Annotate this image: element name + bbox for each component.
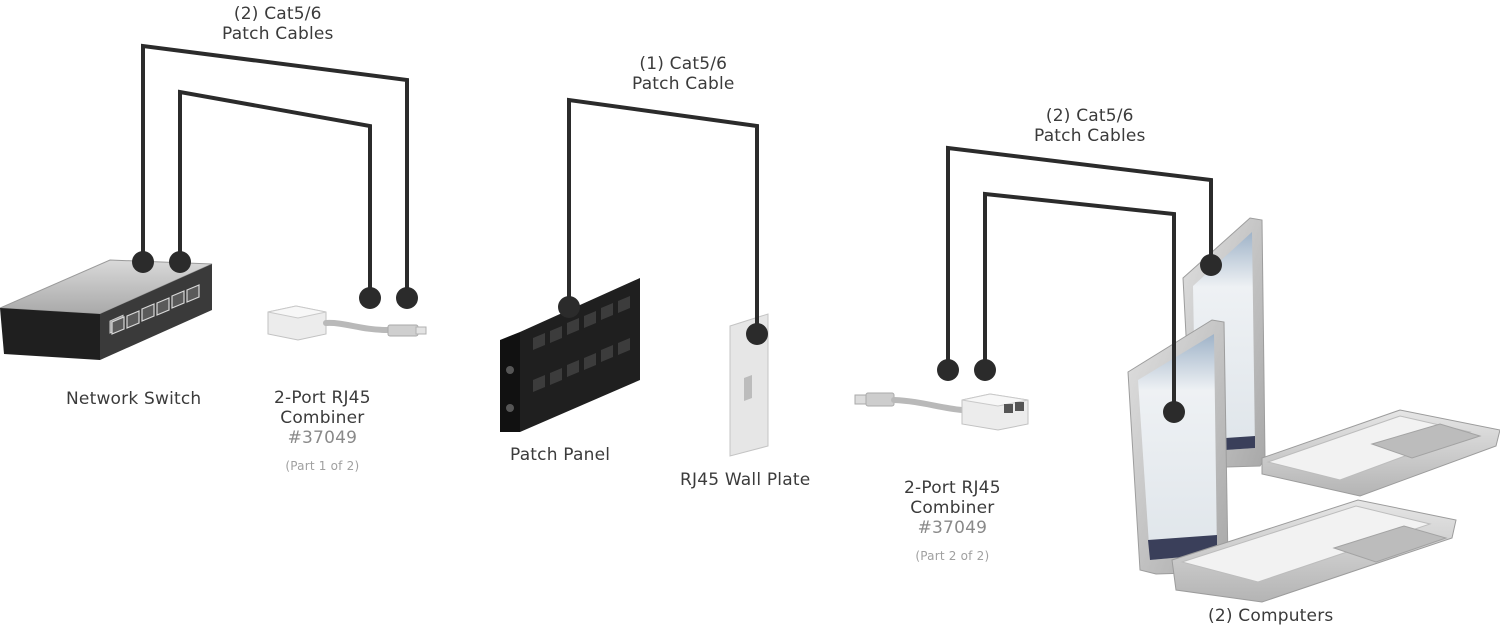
- cable-left-outer: [141, 43, 409, 298]
- cable-label-left: (2) Cat5/6 Patch Cables: [222, 4, 334, 44]
- cable-label-right: (2) Cat5/6 Patch Cables: [1034, 106, 1146, 146]
- part-note-left: (Part 1 of 2): [285, 459, 360, 473]
- combiner-left-icon: [267, 305, 427, 341]
- cable-middle: [567, 97, 759, 334]
- plug-switch-2: [169, 251, 191, 273]
- label-patch-panel: Patch Panel: [510, 445, 611, 465]
- plug-switch-1: [132, 251, 154, 273]
- plug-combiner-right-1: [937, 359, 959, 381]
- label-computers: (2) Computers: [1208, 606, 1334, 626]
- laptop-back-icon: [1182, 217, 1500, 497]
- cable-right-inner: [983, 191, 1176, 412]
- cable-left-inner: [178, 89, 372, 298]
- label-combiner-left: 2-Port RJ45 Combiner #37049 (Part 1 of 2…: [274, 388, 371, 476]
- plug-combiner-left-2: [396, 287, 418, 309]
- sku-combiner-right: #37049: [917, 518, 988, 538]
- label-network-switch: Network Switch: [66, 389, 202, 409]
- sku-combiner-left: #37049: [287, 428, 358, 448]
- label-wall-plate: RJ45 Wall Plate: [680, 470, 811, 490]
- laptop-front-icon: [1127, 319, 1457, 603]
- label-combiner-right: 2-Port RJ45 Combiner #37049 (Part 2 of 2…: [904, 478, 1001, 566]
- combiner-right-icon: [854, 392, 1029, 431]
- plug-patch-panel: [558, 296, 580, 318]
- plug-wall-plate: [746, 323, 768, 345]
- plug-laptop-front: [1163, 401, 1185, 423]
- cable-plugs: [132, 251, 1222, 423]
- cables-left: [141, 43, 409, 298]
- plug-combiner-right-2: [974, 359, 996, 381]
- patch-panel-icon: [500, 278, 640, 432]
- part-note-right: (Part 2 of 2): [915, 549, 990, 563]
- cable-label-middle: (1) Cat5/6 Patch Cable: [632, 54, 735, 94]
- plug-laptop-back: [1200, 254, 1222, 276]
- plug-combiner-left-1: [359, 287, 381, 309]
- cable-right-outer: [946, 145, 1213, 370]
- cables-right: [946, 145, 1213, 412]
- network-switch-icon: [0, 259, 213, 360]
- wall-plate-icon: [729, 313, 769, 457]
